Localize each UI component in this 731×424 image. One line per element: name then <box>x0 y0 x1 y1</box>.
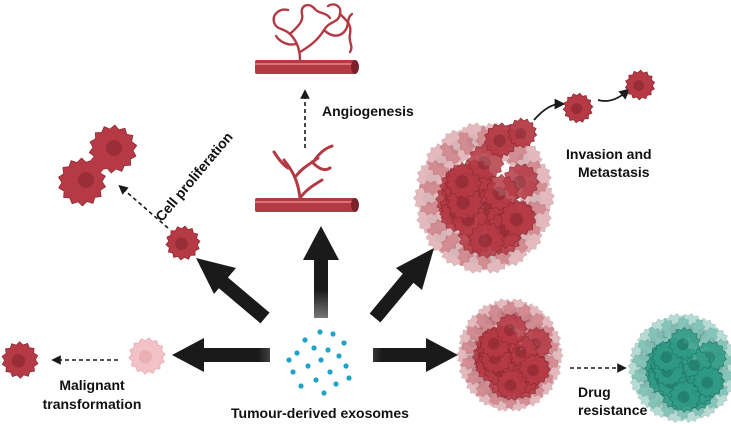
exosome-dot <box>346 375 352 381</box>
arrow-to-proliferating-cell <box>196 258 270 324</box>
arrow-to-invasion <box>369 248 434 323</box>
cluster-cell <box>668 379 702 413</box>
exosome-particles <box>286 329 352 396</box>
label-drug-line2: resistance <box>578 402 648 418</box>
invasive-tumour-cluster <box>412 122 555 274</box>
invading-cell <box>506 117 538 149</box>
exosome-dot <box>325 347 331 353</box>
label-malignant-line1: Malignant <box>59 377 125 393</box>
arrow-to-drug-resistance <box>373 338 458 372</box>
exosome-dot <box>318 357 324 363</box>
metastatic-cell <box>624 69 656 101</box>
exosome-dot <box>298 383 304 389</box>
label-drug-line1: Drug <box>578 384 611 400</box>
exosome-dot <box>302 337 308 343</box>
exosome-dot <box>330 331 336 337</box>
cell-layer <box>1 69 731 423</box>
exosome-dot <box>286 357 292 363</box>
cluster-cell <box>468 221 506 259</box>
cluster-cell <box>495 368 529 401</box>
dividing-cell <box>57 124 138 207</box>
tumour-cluster-sensitive <box>456 298 564 412</box>
exosome-dot <box>343 363 349 369</box>
exosome-dot <box>305 363 311 369</box>
label-angiogenesis: Angiogenesis <box>322 103 414 119</box>
exosome-dot <box>321 390 327 396</box>
label-invasion-line2: Metastasis <box>578 164 650 180</box>
metastasis-arrows <box>533 88 631 121</box>
cluster-cell <box>439 129 476 165</box>
exosome-dot <box>341 340 347 346</box>
normal-cell <box>128 337 166 375</box>
exosome-dot <box>294 350 300 356</box>
cluster-cell <box>668 327 701 361</box>
main-arrows <box>172 226 458 414</box>
exosome-dot <box>313 377 319 383</box>
dashed-arrows <box>51 89 627 373</box>
metastatic-cell <box>562 92 594 124</box>
cluster-cell <box>482 173 520 212</box>
cluster-cell <box>517 353 551 386</box>
dashed-arrow-proliferation <box>118 184 169 229</box>
blood-vessel-lower <box>255 144 359 212</box>
exosome-dot <box>311 345 317 351</box>
cluster-cell <box>499 199 537 238</box>
exosome-dot <box>333 381 339 387</box>
exosome-dot <box>317 329 323 335</box>
arrow-to-normal-cell <box>172 338 270 372</box>
blood-vessel-upper <box>255 3 359 74</box>
transformed-tumour-cell <box>1 341 39 379</box>
label-invasion-line1: Invasion and <box>566 146 652 162</box>
cluster-cell <box>692 365 726 399</box>
label-malignant-line2: transformation <box>42 396 142 412</box>
exosome-dot <box>336 353 342 359</box>
tumour-cluster-resistant <box>627 313 731 423</box>
exosome-dot <box>327 369 333 375</box>
tumour-cell-proliferating <box>165 225 201 261</box>
cluster-cell <box>494 313 528 346</box>
exosome-dot <box>290 369 296 375</box>
label-exosomes: Tumour-derived exosomes <box>231 405 409 421</box>
